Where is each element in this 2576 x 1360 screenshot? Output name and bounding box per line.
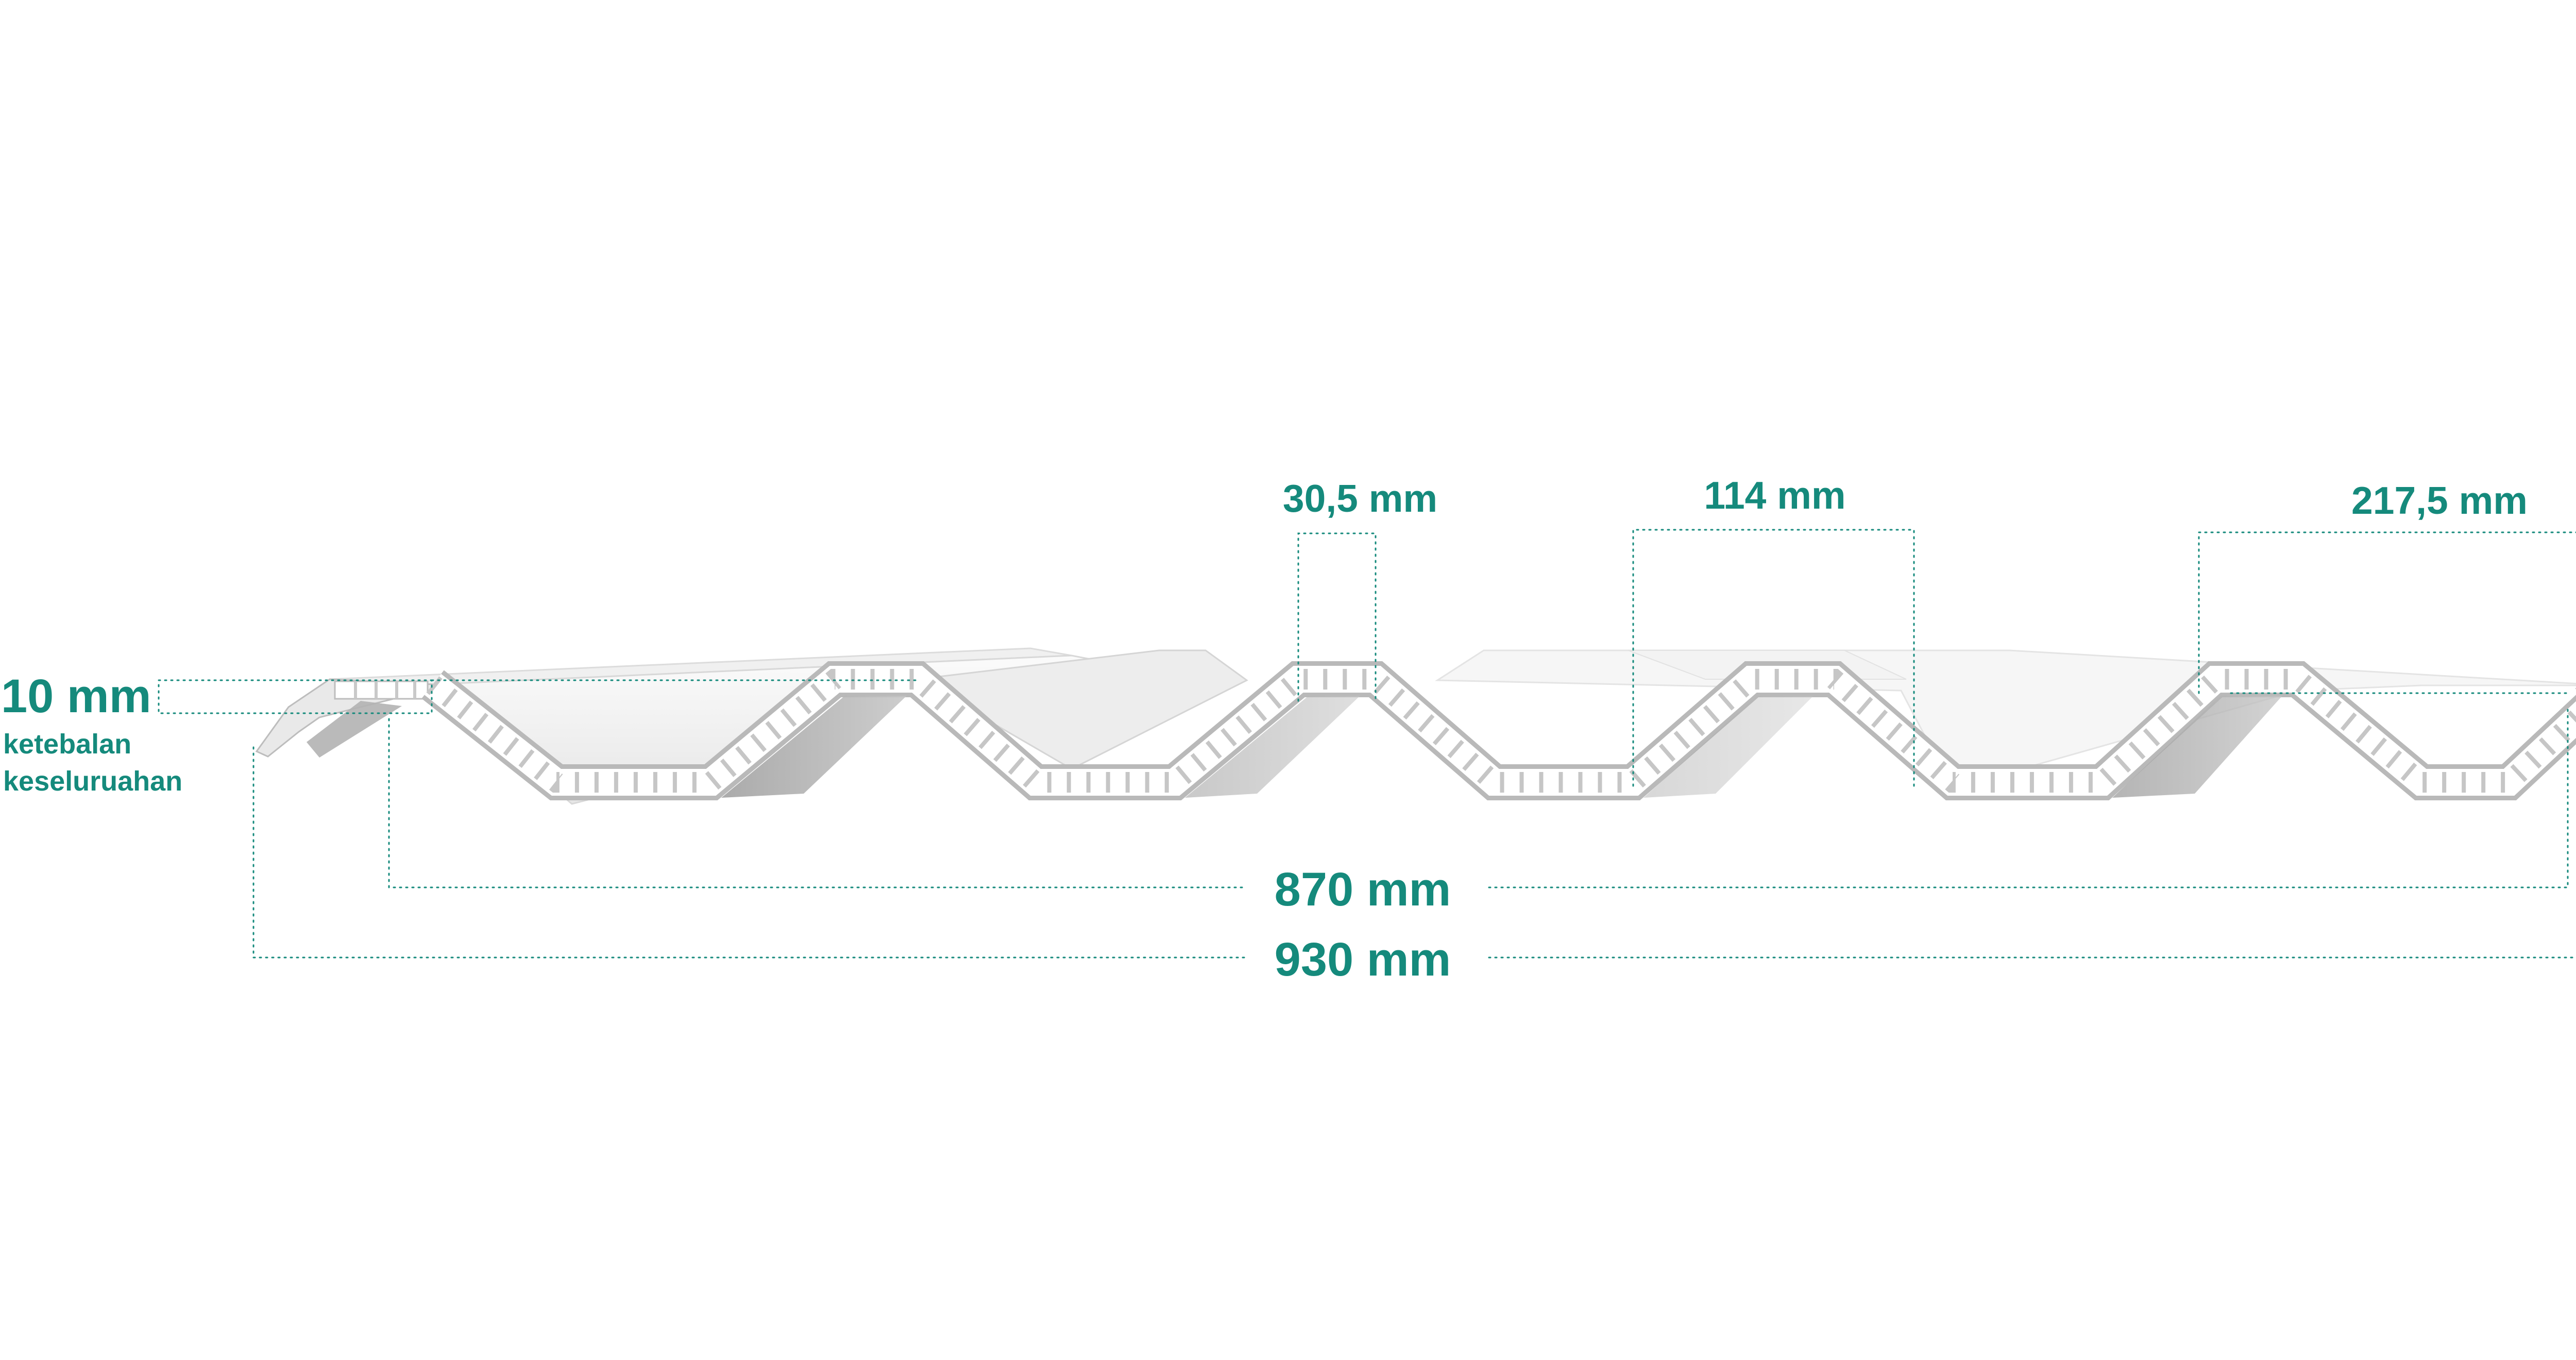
total-width-line-left [252,746,1248,959]
thickness-dimension-box [158,679,433,714]
thickness-caption-line2: keseluruahan [3,766,182,797]
sheet-side-face [1185,696,1360,798]
effective-width-line-right [1488,704,2569,888]
pitch-label: 217,5 mm [2351,479,2528,522]
sheet-top-face [914,649,1248,770]
pitch-bracket [2198,531,2576,694]
sheet-side-face [1643,696,1814,798]
effective-width-line-left [388,718,1248,888]
sheet-side-face [2112,696,2282,798]
dimension-labels: 10 mm ketebalan keseluruahan 30,5 mm 114… [1,474,2528,986]
trough-width-label: 114 mm [1704,474,1845,517]
crest-width-bracket [1297,532,1377,702]
sheet-profile-cells [426,669,2576,793]
crest-width-label: 30,5 mm [1283,477,1437,520]
effective-width-label: 870 mm [1275,863,1451,916]
sheet-side-face [307,701,402,758]
thickness-caption-line1: ketebalan [3,729,131,760]
trough-width-bracket [1632,529,1915,787]
thickness-value-label: 10 mm [1,670,151,723]
crest-cells-left [334,680,429,700]
sheet-side-face [721,696,907,798]
total-width-label: 930 mm [1275,933,1451,986]
total-width-line-right [1488,956,2576,959]
dimension-lines [158,529,2576,959]
sheet-cross-section [255,661,2576,800]
